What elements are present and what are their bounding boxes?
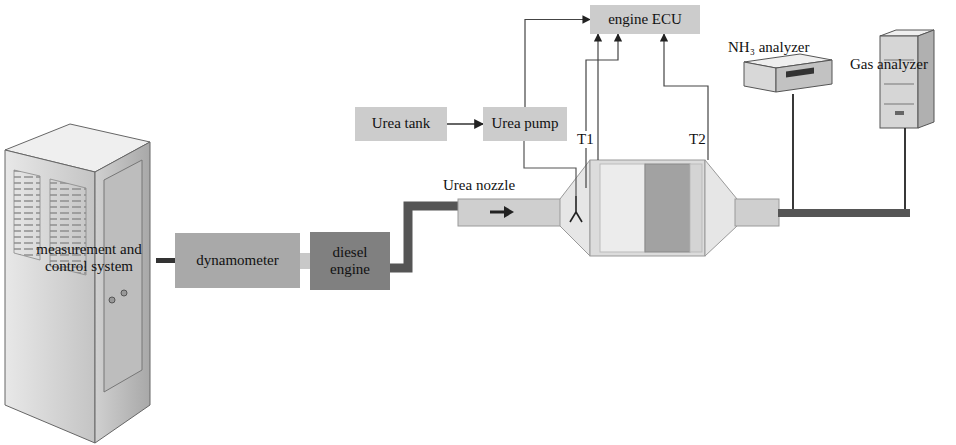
sensor-label: T1 — [576, 131, 595, 148]
urea-feed — [447, 123, 483, 124]
node-label: Urea pump — [491, 115, 558, 132]
tail-pipe — [735, 199, 779, 226]
control-system: measurement and control system — [0, 76, 156, 440]
probe-line — [792, 94, 794, 209]
ecu-box: engine ECU — [590, 5, 700, 34]
node-label: diesel engine — [314, 244, 386, 279]
node-label: engine ECU — [608, 11, 682, 28]
sensor-label: T2 — [688, 131, 707, 148]
node-label: Gas analyzer — [850, 56, 928, 73]
shaft — [300, 253, 310, 269]
sensor-wires — [586, 34, 708, 188]
flow-arrow — [490, 206, 514, 218]
tank-box: Urea tank — [355, 107, 447, 141]
urea-nozzle — [570, 196, 582, 222]
node-label: NH₃ analyzer — [728, 39, 809, 56]
node-label: measurement and control system — [26, 241, 152, 276]
cable — [156, 258, 175, 263]
exhaust-pipe — [458, 199, 562, 226]
pump-box: Urea pump — [483, 107, 567, 141]
dynamometer-box: dynamometer — [175, 233, 300, 288]
signal-line — [525, 20, 590, 108]
exhaust-line — [390, 206, 460, 268]
probe-line — [904, 128, 906, 209]
nh3-analyzer-node: NH₃ analyzer — [724, 2, 842, 94]
node-label: dynamometer — [196, 252, 278, 269]
sampling-line — [778, 209, 910, 217]
gas-analyzer-node: Gas analyzer — [846, 2, 952, 128]
node-label: Urea tank — [372, 115, 431, 132]
gas-analyzer — [880, 30, 934, 128]
nozzle-label: Urea nozzle — [442, 177, 516, 194]
urea-line — [524, 141, 576, 196]
nh3-analyzer — [744, 54, 832, 92]
engine-box: diesel engine — [310, 232, 390, 290]
control-cabinet — [5, 124, 150, 443]
